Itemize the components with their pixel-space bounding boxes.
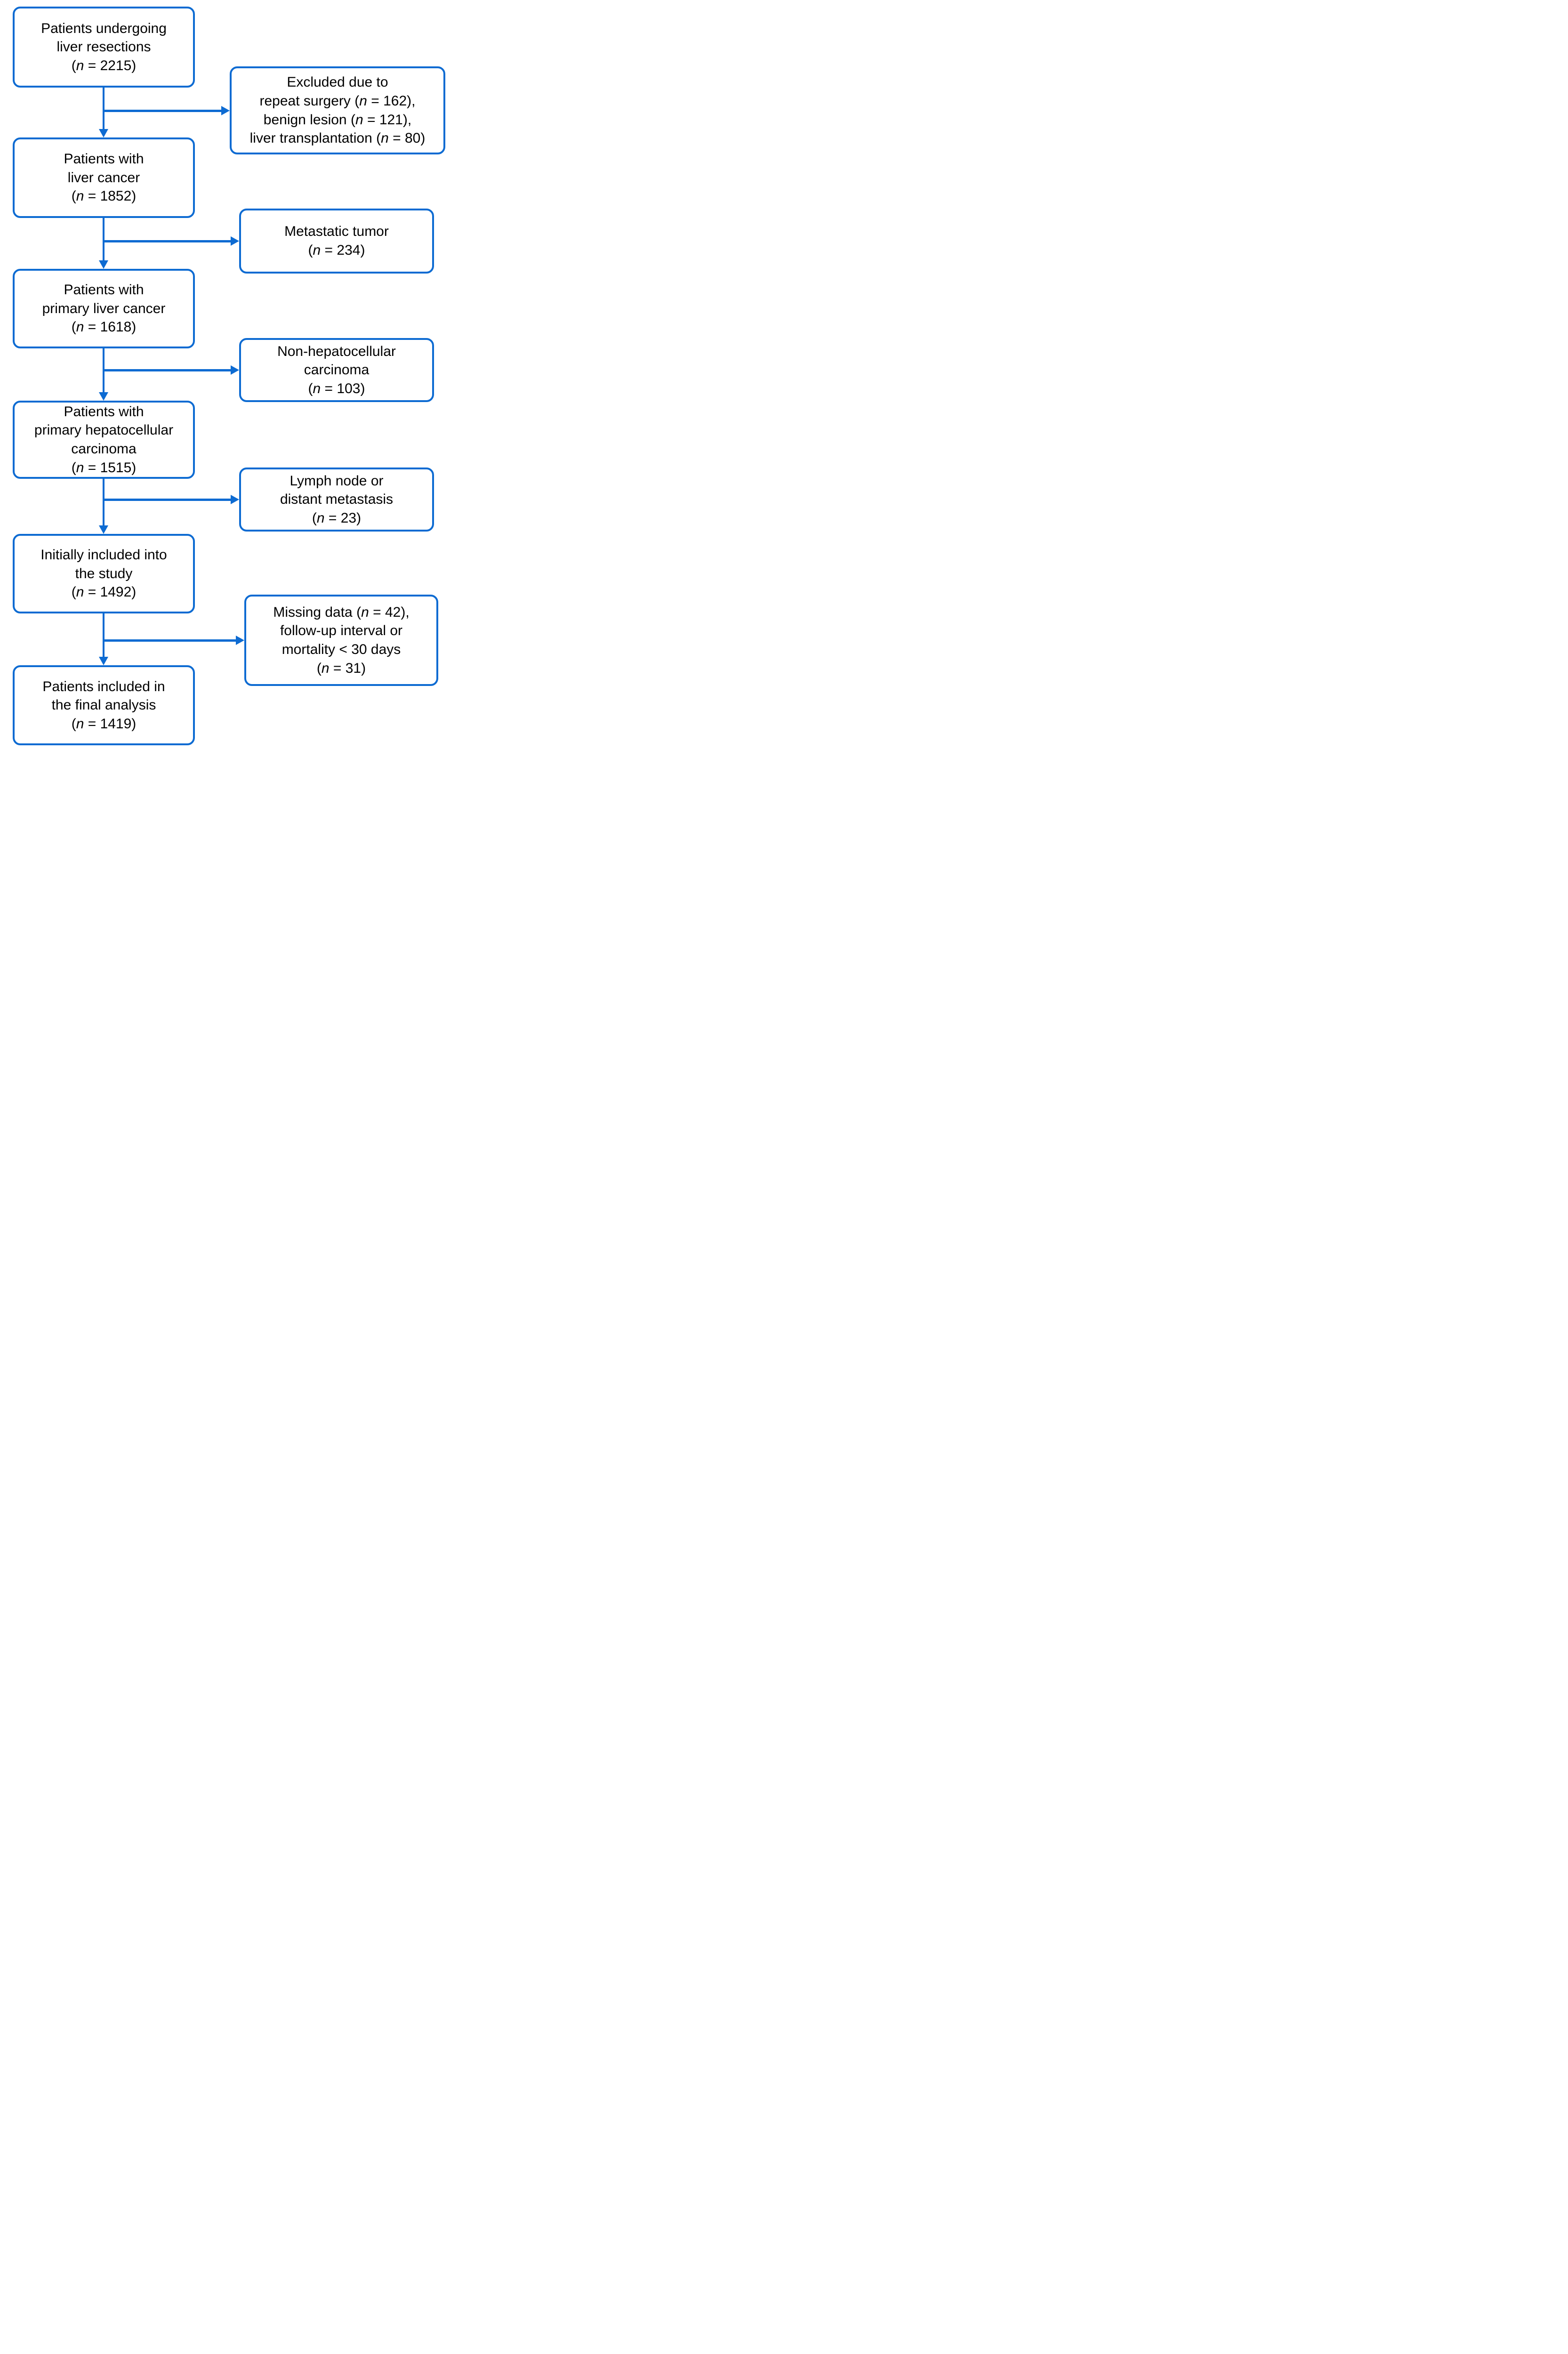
box-text-line: primary hepatocellular xyxy=(34,422,174,438)
box-text-line: the final analysis xyxy=(51,697,156,713)
connector-vertical-5 xyxy=(103,613,105,657)
box-text-line: (n = 1852) xyxy=(71,188,137,204)
arrowhead-down-icon xyxy=(99,657,108,665)
box-text-line: carcinoma xyxy=(71,441,137,457)
connector-branch-4 xyxy=(104,499,231,501)
box-text-line: (n = 1618) xyxy=(71,319,137,335)
flow-box-liver-resections: Patients undergoing liver resections (n = … xyxy=(13,7,195,88)
box-text-line: Initially included into xyxy=(40,547,167,563)
box-text-line: distant metastasis xyxy=(280,492,394,508)
box-text-line: Patients undergoing xyxy=(41,20,167,36)
flow-box-initially-included: Initially included into the study (n = 149… xyxy=(13,534,195,613)
box-text-line: carcinoma xyxy=(304,362,370,378)
box-text-line: primary liver cancer xyxy=(42,300,166,316)
box-text-line: Missing data (n = 42), xyxy=(273,604,410,620)
box-text-line: Metastatic tumor xyxy=(284,224,389,240)
box-text-line: (n = 31) xyxy=(316,660,366,676)
patient-flowchart: Patients undergoing liver resections (n = … xyxy=(0,0,448,752)
box-text-line: Excluded due to xyxy=(287,74,388,90)
connector-branch-5 xyxy=(104,639,236,642)
connector-vertical-2 xyxy=(103,218,105,260)
exclusion-box-non-hepatocellular-carcinoma: Non-hepatocellular carcinoma (n = 103) xyxy=(239,338,434,402)
connector-branch-3 xyxy=(104,369,231,371)
box-text-line: Lymph node or xyxy=(289,473,384,489)
box-text-line: (n = 1492) xyxy=(71,584,137,600)
arrowhead-down-icon xyxy=(99,260,108,269)
connector-branch-2 xyxy=(104,240,231,242)
exclusion-box-missing-data: Missing data (n = 42), follow-up interval… xyxy=(244,595,438,686)
box-text-line: liver resections xyxy=(56,39,151,55)
box-text-line: (n = 1419) xyxy=(71,716,137,732)
box-text-line: (n = 1515) xyxy=(71,460,137,476)
connector-branch-1 xyxy=(104,110,221,112)
arrowhead-right-icon xyxy=(236,636,244,645)
arrowhead-down-icon xyxy=(99,392,108,401)
exclusion-box-repeat-surgery: Excluded due to repeat surgery (n = 162),… xyxy=(230,66,445,154)
box-text-line: liver cancer xyxy=(67,169,140,185)
box-text-line: follow-up interval or xyxy=(280,623,403,639)
box-text-line: repeat surgery (n = 162), xyxy=(259,93,416,109)
box-text-line: (n = 2215) xyxy=(71,57,137,73)
arrowhead-right-icon xyxy=(231,365,239,375)
arrowhead-down-icon xyxy=(99,129,108,137)
flow-box-liver-cancer: Patients with liver cancer (n = 1852) xyxy=(13,137,195,218)
box-text-line: (n = 234) xyxy=(308,242,365,258)
box-text-line: Patients with xyxy=(64,151,144,167)
exclusion-box-metastatic-tumor: Metastatic tumor (n = 234) xyxy=(239,209,434,274)
box-text-line: Patients included in xyxy=(42,678,165,694)
arrowhead-right-icon xyxy=(221,106,230,115)
connector-vertical-4 xyxy=(103,479,105,525)
flow-box-primary-liver-cancer: Patients with primary liver cancer (n = 16… xyxy=(13,269,195,348)
box-text-line: Non-hepatocellular xyxy=(277,343,396,359)
box-text-line: benign lesion (n = 121), xyxy=(263,112,412,128)
box-text-line: (n = 103) xyxy=(308,380,365,396)
exclusion-box-lymph-node-metastasis: Lymph node or distant metastasis (n = 23) xyxy=(239,468,434,532)
box-text-line: the study xyxy=(75,565,133,581)
box-text-line: (n = 23) xyxy=(312,510,362,526)
flow-box-primary-hepatocellular-carcinoma: Patients with primary hepatocellular carci… xyxy=(13,401,195,479)
box-text-line: mortality < 30 days xyxy=(281,642,401,657)
box-text-line: Patients with xyxy=(64,282,144,298)
arrowhead-down-icon xyxy=(99,525,108,534)
arrowhead-right-icon xyxy=(231,236,239,246)
arrowhead-right-icon xyxy=(231,495,239,504)
box-text-line: Patients with xyxy=(64,403,144,419)
box-text-line: liver transplantation (n = 80) xyxy=(249,130,426,146)
connector-vertical-1 xyxy=(103,88,105,129)
flow-box-final-analysis: Patients included in the final analysis (n… xyxy=(13,665,195,745)
